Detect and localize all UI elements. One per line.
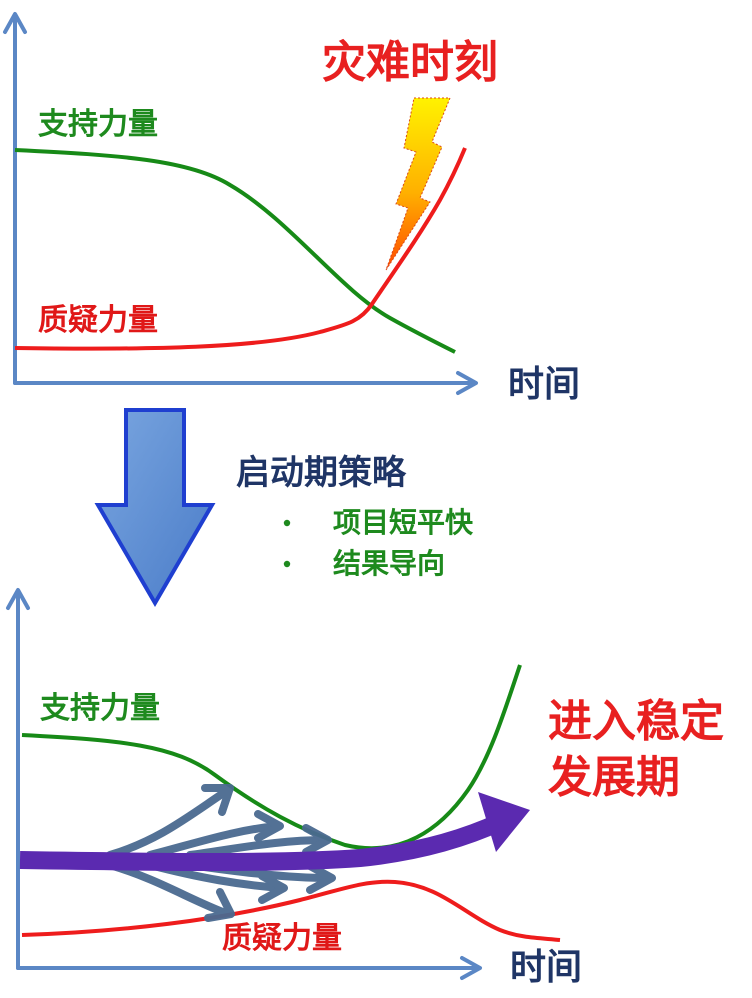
top-x-axis-arrowhead	[456, 371, 478, 395]
top-support-label: 支持力量	[38, 107, 158, 142]
disaster-moment-label: 灾难时刻	[322, 37, 498, 88]
branch-arrow-up-2-head	[254, 810, 284, 842]
main-progress-arrowhead	[478, 792, 530, 852]
top-chart: 支持力量 质疑力量 时间 灾难时刻	[3, 12, 580, 405]
strategy-item-1: 项目短平快	[333, 506, 474, 539]
bottom-y-axis-arrowhead	[6, 588, 30, 610]
top-time-label: 时间	[508, 364, 580, 405]
outcome-label-line1: 进入稳定	[548, 696, 724, 747]
main-progress-arrow	[19, 813, 504, 871]
strategy-bullet-2	[283, 560, 291, 568]
branch-arrow-down-2-head	[258, 872, 288, 904]
bottom-doubt-label: 质疑力量	[222, 921, 342, 956]
bottom-x-axis-arrowhead	[460, 956, 482, 980]
bottom-support-curve	[21, 664, 522, 851]
bottom-chart: 支持力量 质疑力量 时间 进入稳定 发展期	[6, 588, 724, 988]
branch-arrow-down-3-head	[306, 862, 336, 894]
outcome-label-line2: 发展期	[548, 752, 680, 803]
bottom-support-label: 支持力量	[40, 691, 160, 726]
strategy-title: 启动期策略	[236, 453, 407, 493]
top-doubt-label: 质疑力量	[38, 303, 158, 338]
bottom-axes	[6, 588, 482, 980]
bottom-doubt-curve	[21, 879, 561, 942]
top-doubt-curve	[14, 147, 467, 351]
lightning-bolt-icon	[385, 97, 451, 271]
strategy-bullet-1	[283, 519, 291, 527]
top-axes	[3, 12, 478, 395]
branch-arrow-up-1-head	[201, 784, 234, 816]
top-support-curve	[14, 148, 456, 354]
branch-arrow-down-1-head	[204, 888, 235, 922]
branch-arrow-up-3-head	[302, 824, 332, 856]
top-y-axis-arrowhead	[3, 12, 27, 34]
branch-arrow-up-2	[146, 822, 282, 859]
transition-section: 启动期策略 项目短平快 结果导向	[94, 408, 474, 607]
branch-arrow-up-3	[186, 836, 329, 859]
bottom-time-label: 时间	[510, 947, 582, 988]
strategy-item-2: 结果导向	[333, 547, 445, 580]
down-arrow-icon	[94, 408, 216, 607]
branch-arrow-up-1	[106, 786, 232, 859]
